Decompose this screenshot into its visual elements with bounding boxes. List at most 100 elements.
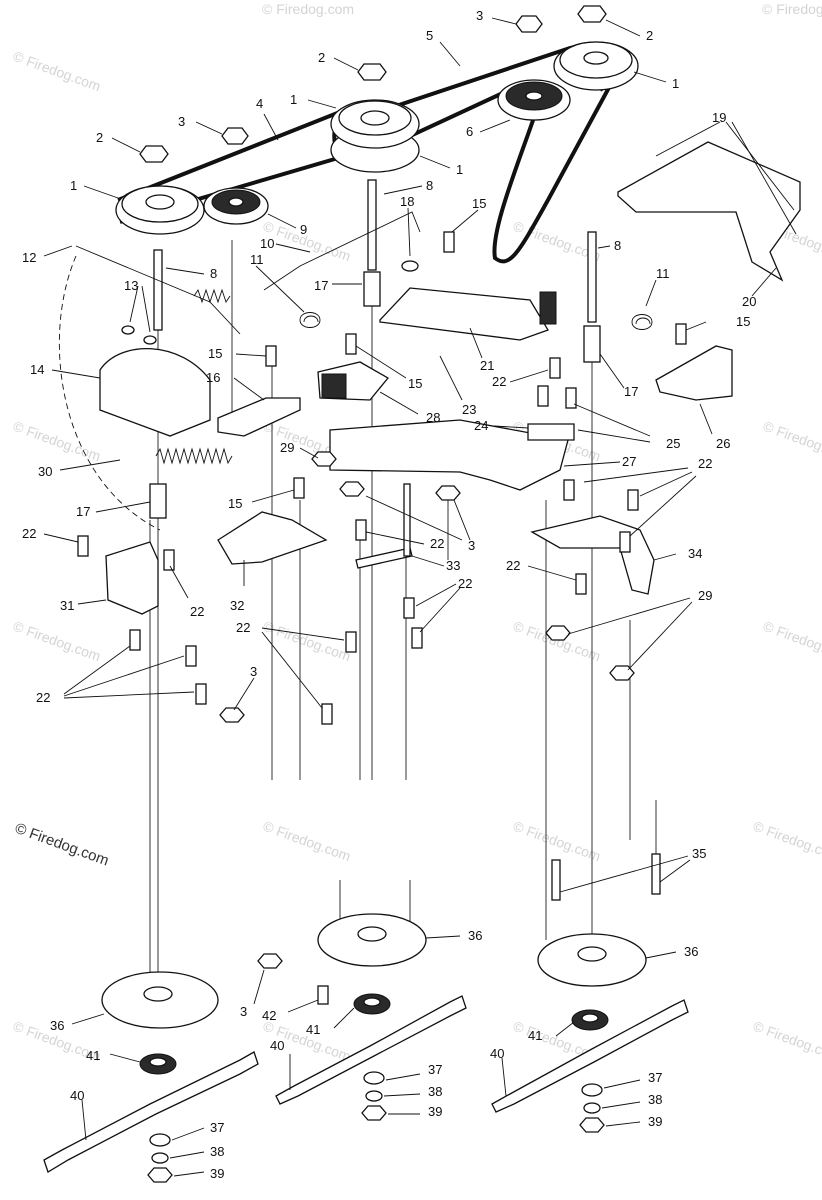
bolt-22 xyxy=(411,627,423,649)
callout-22: 22 xyxy=(190,604,204,619)
callout-1: 1 xyxy=(70,178,77,193)
callout-14: 14 xyxy=(30,362,44,377)
leader-line xyxy=(493,425,529,429)
callout-39: 39 xyxy=(648,1114,662,1129)
leader-line xyxy=(275,243,311,253)
springs xyxy=(155,288,653,465)
watermark-text: © Firedog.com xyxy=(11,48,103,95)
leader-line xyxy=(559,855,689,893)
hex-nut xyxy=(577,5,607,23)
bolt-15 xyxy=(293,477,305,499)
callout-30: 30 xyxy=(38,464,52,479)
dashed-path xyxy=(58,255,161,531)
leader-line xyxy=(77,599,107,605)
leader-line xyxy=(333,57,359,71)
watermark-text: © Firedog.com xyxy=(261,618,353,665)
bolt-42 xyxy=(317,985,329,1005)
callout-34: 34 xyxy=(688,546,702,561)
leader-line xyxy=(83,185,119,199)
callout-38: 38 xyxy=(648,1092,662,1107)
bolt-22 xyxy=(403,597,415,619)
leader-line xyxy=(261,627,345,641)
hex-nut xyxy=(139,145,169,163)
nut-39 xyxy=(361,1105,387,1121)
leader-line xyxy=(267,213,297,229)
watermark-text: © Firedog.com xyxy=(511,818,603,865)
leader-line xyxy=(731,121,797,235)
leader-line xyxy=(725,121,795,211)
lever-pad xyxy=(539,291,557,325)
callout-38: 38 xyxy=(428,1084,442,1099)
bolt-22 xyxy=(195,683,207,705)
rod-33 xyxy=(403,483,411,557)
callout-29: 29 xyxy=(280,440,294,455)
bolt-35 xyxy=(651,853,661,895)
watermark-text: © Firedog.com xyxy=(751,1018,822,1065)
leader-line xyxy=(605,1121,641,1127)
callout-3: 3 xyxy=(476,8,483,23)
leader-line xyxy=(699,403,713,435)
callout-25: 25 xyxy=(666,436,680,451)
hex-nut xyxy=(219,707,245,723)
callout-19: 19 xyxy=(712,110,726,125)
hex-nut xyxy=(311,451,337,467)
callout-10: 10 xyxy=(260,236,274,251)
leader-line xyxy=(645,279,657,307)
bracket-24 xyxy=(527,423,575,441)
blade-40 xyxy=(275,995,467,1105)
rods xyxy=(58,211,421,531)
leader-line xyxy=(263,113,279,141)
callout-22: 22 xyxy=(236,620,250,635)
adapter-hub xyxy=(357,926,387,942)
belt-long-loop xyxy=(492,81,614,264)
leader-line xyxy=(81,1099,87,1141)
leader-line xyxy=(601,1101,641,1109)
leader-line xyxy=(439,355,463,401)
leader-line xyxy=(527,565,577,581)
spacer-17 xyxy=(149,483,167,519)
bolt-22 xyxy=(345,631,357,653)
adapter-hub xyxy=(143,986,173,1002)
callout-8: 8 xyxy=(210,266,217,281)
callout-3: 3 xyxy=(250,664,257,679)
callout-21: 21 xyxy=(480,358,494,373)
pulley-right xyxy=(553,41,639,91)
callout-11: 11 xyxy=(250,252,264,267)
idler-pulley-6 xyxy=(497,79,571,121)
watermark-text: © Firedog.com xyxy=(261,818,353,865)
washer-13 xyxy=(143,335,157,345)
assembly-axis-lines xyxy=(149,240,657,990)
callout-23: 23 xyxy=(462,402,476,417)
torsion-spring-11 xyxy=(299,312,321,328)
leader-line xyxy=(141,285,151,333)
callout-17: 17 xyxy=(314,278,328,293)
leader-line xyxy=(63,655,185,697)
spindle-8-left xyxy=(153,249,163,331)
bracket-16 xyxy=(217,397,301,437)
callout-22: 22 xyxy=(22,526,36,541)
leader-line xyxy=(599,353,625,389)
bracket-26 xyxy=(655,345,733,401)
blade-40 xyxy=(491,999,689,1113)
leader-line xyxy=(573,403,651,437)
watermark-text: © Firedog.com xyxy=(762,1,822,17)
callout-3: 3 xyxy=(240,1004,247,1019)
bolt-15 xyxy=(345,333,357,355)
leader-line xyxy=(169,1151,205,1159)
washer-37 xyxy=(363,1071,385,1085)
leader-line xyxy=(597,245,611,249)
watermark-text: © Firedog.com xyxy=(751,818,822,865)
callout-41: 41 xyxy=(306,1022,320,1037)
bolt-22 xyxy=(537,385,549,407)
washer-18 xyxy=(401,260,419,272)
callout-13: 13 xyxy=(124,278,138,293)
leader-line xyxy=(383,1093,421,1097)
callout-17: 17 xyxy=(624,384,638,399)
watermark-text: © Firedog.com xyxy=(262,1,354,17)
callout-41: 41 xyxy=(86,1048,100,1063)
leader-line xyxy=(233,377,265,401)
bearing-inner xyxy=(363,997,381,1007)
leader-line xyxy=(165,267,205,275)
leader-line xyxy=(63,691,195,699)
leader-line xyxy=(385,1073,421,1081)
